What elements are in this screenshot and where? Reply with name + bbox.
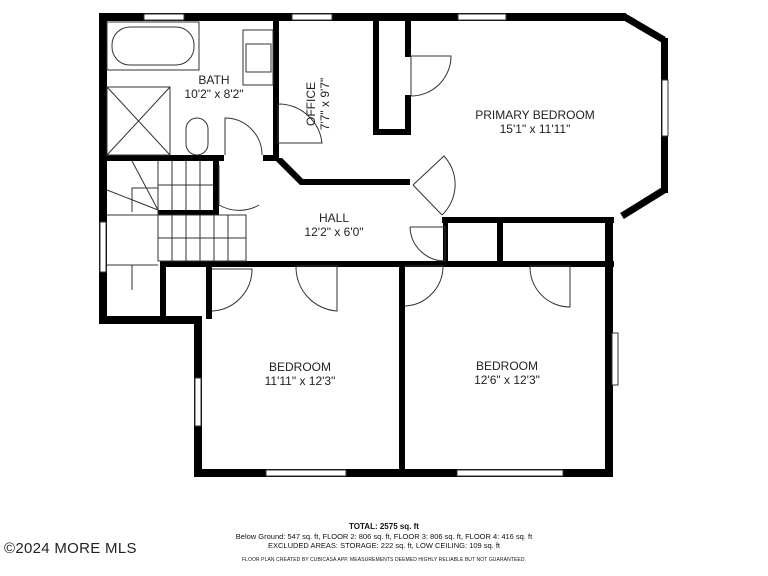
excluded-areas: EXCLUDED AREAS: STORAGE: 222 sq. ft, LOW… [267, 541, 501, 550]
room-dimensions: 10'2" x 8'2" [184, 87, 244, 101]
room-label-bath: BATH 10'2" x 8'2" [184, 73, 243, 101]
room-dimensions: 12'6" x 12'3" [474, 373, 540, 387]
room-dimensions: 15'1" x 11'11" [499, 122, 571, 136]
room-label-bedroom-left: BEDROOM 11'11" x 12'3" [265, 360, 336, 388]
room-label-bedroom-right: BEDROOM 12'6" x 12'3" [474, 359, 540, 387]
room-dimensions: 7'7" x 9'7" [318, 77, 332, 131]
floor-areas: Below Ground: 547 sq. ft, FLOOR 2: 806 s… [235, 532, 533, 541]
room-dimensions: 11'11" x 12'3" [264, 374, 336, 388]
room-name: PRIMARY BEDROOM [475, 108, 595, 122]
room-name: BEDROOM [475, 359, 538, 373]
bay-window-walls [620, 12, 666, 219]
disclaimer: FLOOR PLAN CREATED BY CUBICASA APP. MEAS… [241, 557, 527, 563]
watermark: ©2024 MORE MLS [4, 540, 137, 557]
total-area: TOTAL: 2575 sq. ft [349, 522, 419, 531]
room-label-hall: HALL 12'2" x 6'0" [304, 211, 363, 239]
room-name: BATH [198, 73, 230, 87]
room-label-primary-bedroom: PRIMARY BEDROOM 15'1" x 11'11" [475, 108, 595, 136]
fixtures [106, 21, 571, 312]
room-dimensions: 12'2" x 6'0" [304, 225, 364, 239]
room-name: BEDROOM [268, 360, 331, 374]
room-label-office: OFFICE 7'7" x 9'7" [304, 78, 332, 130]
room-name: OFFICE [304, 82, 318, 126]
room-name: HALL [318, 211, 350, 225]
windows [99, 13, 669, 477]
